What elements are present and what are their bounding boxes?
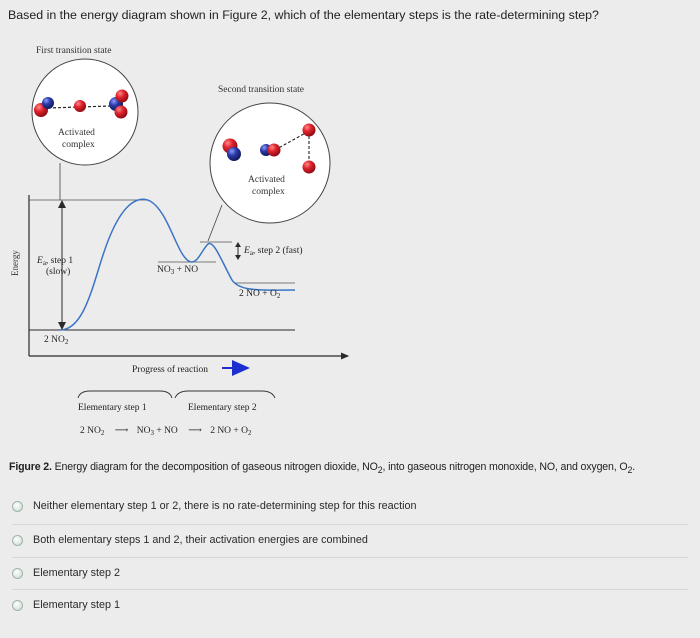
caption-prefix: Figure 2.: [9, 461, 52, 473]
step1-bracket: [77, 390, 173, 399]
step1-label: Elementary step 1: [78, 403, 147, 413]
oxygen-atom: [74, 100, 86, 112]
option-neither[interactable]: Neither elementary step 1 or 2, there is…: [12, 494, 688, 518]
divider: [12, 589, 688, 590]
step2-label: Elementary step 2: [188, 403, 257, 413]
option-label: Elementary step 2: [33, 567, 121, 579]
oxygen-atom: [114, 105, 128, 119]
reactant-label: 2 NO2: [44, 335, 69, 346]
question-text: Based in the energy diagram shown in Fig…: [8, 8, 599, 22]
oxygen-atom: [115, 89, 129, 103]
first-ts-label: First transition state: [36, 46, 111, 56]
oxygen-atom: [302, 123, 316, 137]
step2-bracket: [174, 390, 276, 399]
option-step-1[interactable]: Elementary step 1: [12, 593, 688, 617]
activated-complex-label-2a: Activated: [248, 175, 285, 185]
nitrogen-atom: [42, 97, 54, 109]
radio-button[interactable]: [12, 599, 23, 611]
option-label: Neither elementary step 1 or 2, there is…: [33, 500, 417, 512]
option-label: Elementary step 1: [33, 599, 121, 611]
divider: [12, 524, 688, 525]
divider: [12, 557, 688, 558]
activated-complex-label-1a: Activated: [58, 128, 95, 138]
product-label: 2 NO + O2: [239, 289, 281, 300]
activated-complex-label-2b: complex: [252, 187, 285, 197]
ea1-slow-label: (slow): [46, 266, 70, 277]
energy-curve: [59, 198, 296, 331]
first-transition-state-bubble: Activated complex: [31, 58, 139, 166]
activated-complex-label-1b: complex: [62, 140, 95, 150]
option-both[interactable]: Both elementary steps 1 and 2, their act…: [12, 528, 688, 552]
second-ts-label: Second transition state: [218, 85, 304, 95]
oxygen-atom: [267, 143, 281, 157]
energy-diagram-figure: First transition state Second transition…: [10, 46, 350, 438]
oxygen-atom: [302, 160, 316, 174]
nitrogen-atom: [227, 147, 241, 161]
radio-button[interactable]: [12, 534, 23, 546]
ea2-label: Ea, step 2 (fast): [243, 245, 303, 257]
equation: 2 NO2 ⟶ NO3 + NO ⟶ 2 NO + O2: [80, 426, 252, 438]
ea1-label: Ea, step 1: [36, 256, 73, 267]
radio-button[interactable]: [12, 567, 23, 579]
energy-axis-label: Energy: [10, 250, 20, 276]
option-label: Both elementary steps 1 and 2, their act…: [33, 534, 368, 546]
intermediate-label: NO3 + NO: [157, 265, 198, 276]
x-axis-label: Progress of reaction: [132, 364, 208, 375]
figure-caption: Figure 2. Energy diagram for the decompo…: [9, 461, 636, 476]
second-transition-state-bubble: Activated complex: [209, 102, 331, 224]
radio-button[interactable]: [12, 500, 23, 512]
option-step-2[interactable]: Elementary step 2: [12, 561, 688, 585]
